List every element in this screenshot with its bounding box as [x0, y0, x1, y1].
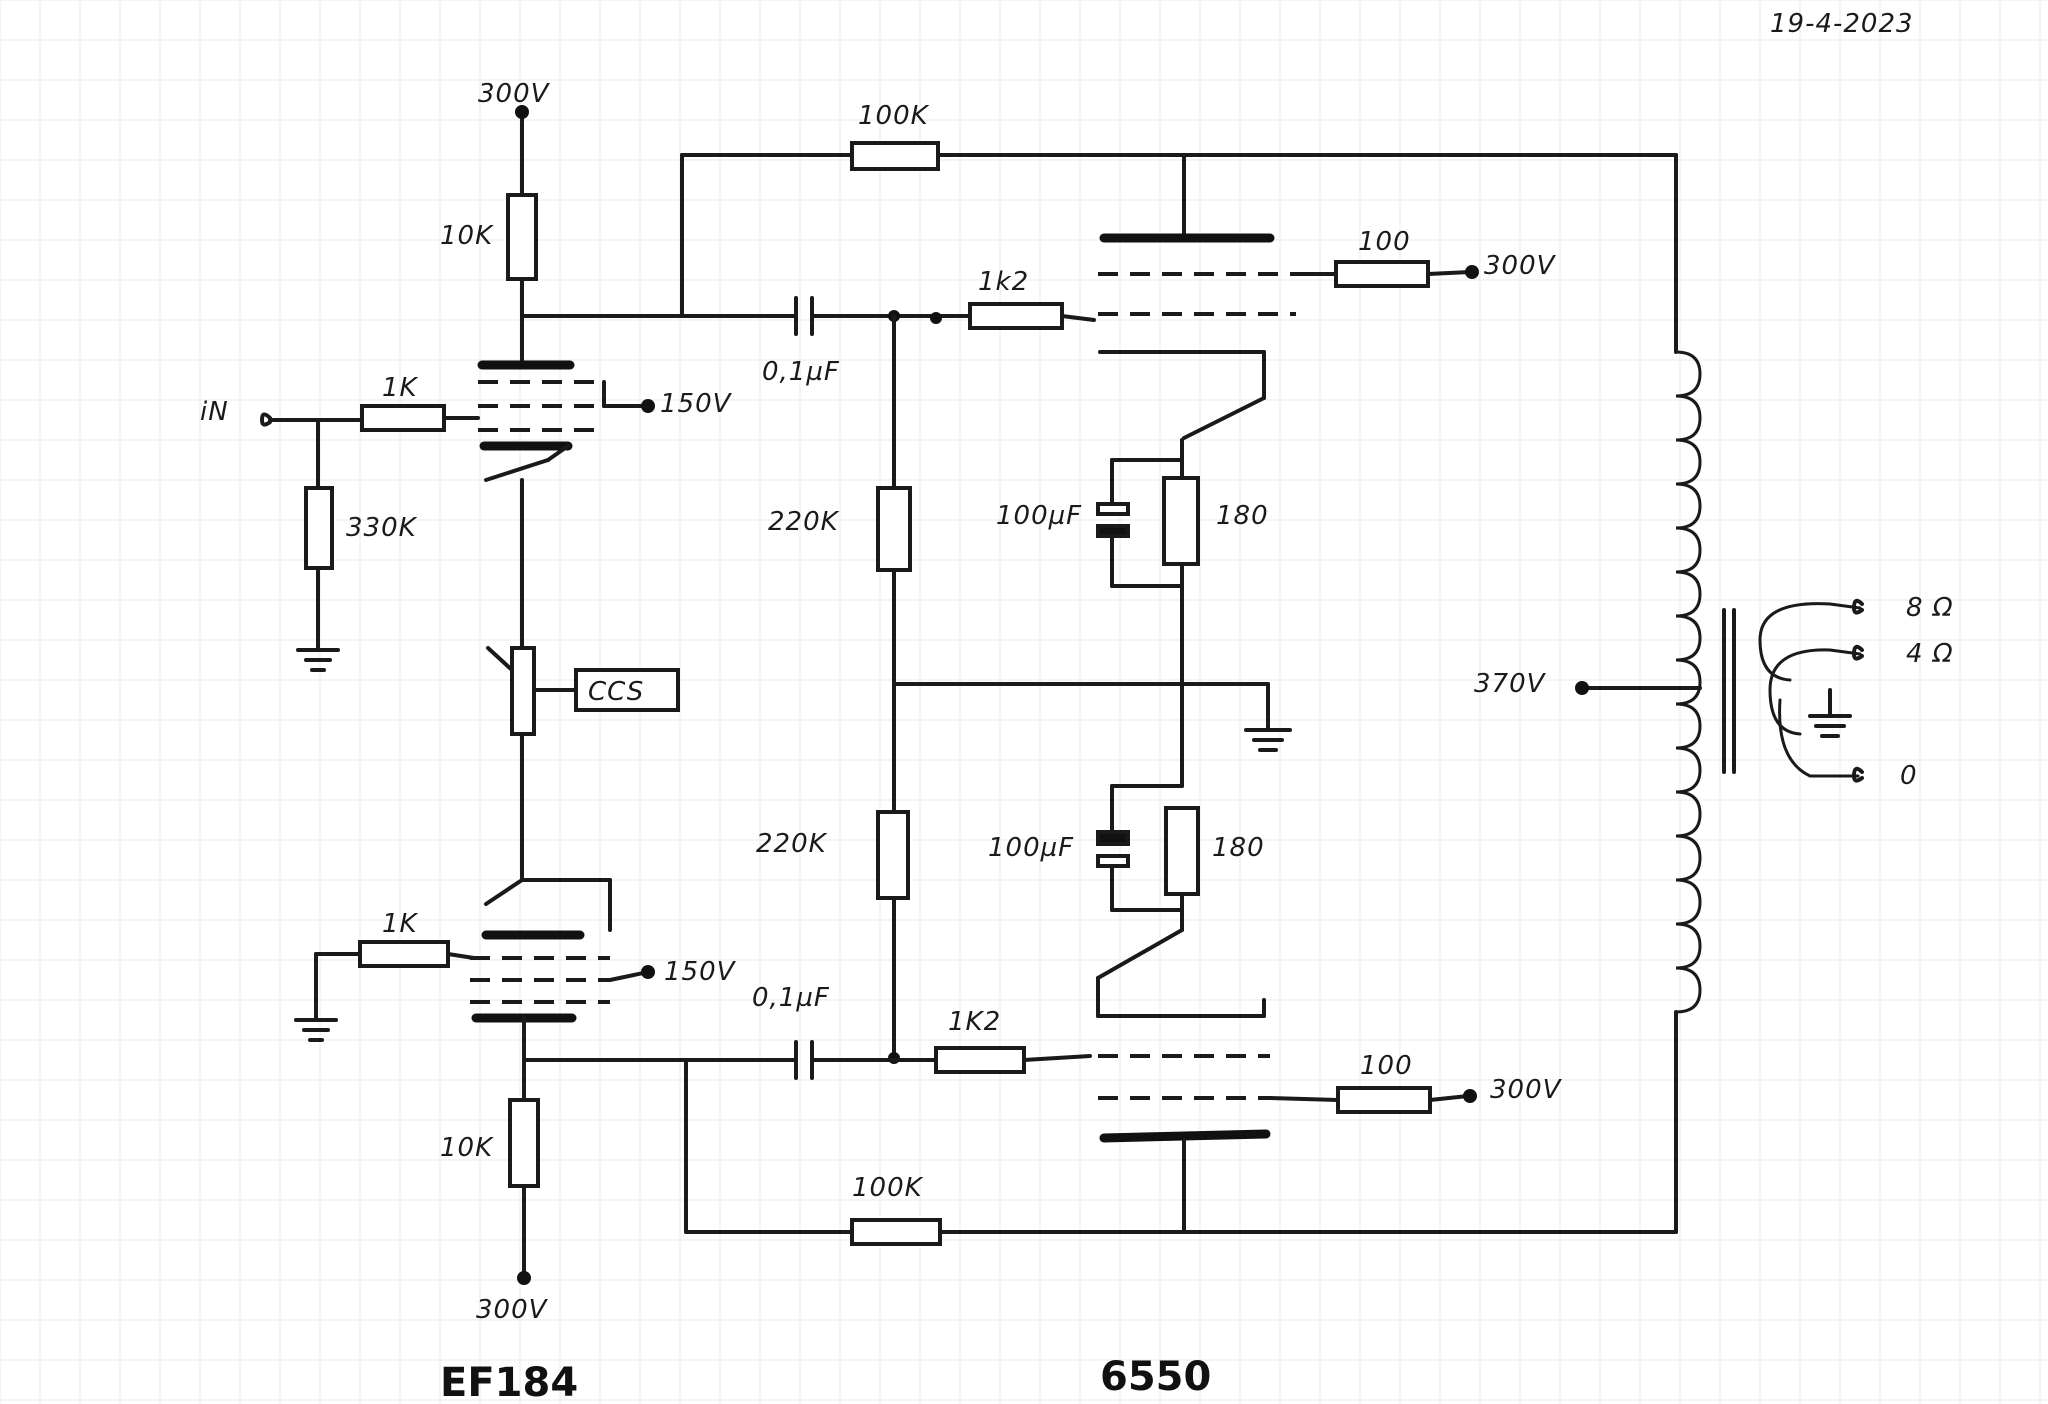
b-plus-bottom-label: 300V	[476, 1295, 549, 1325]
r-plate-top-label: 10K	[440, 221, 494, 251]
g2-top-label: 150V	[660, 389, 733, 419]
r-g1-bottom-label: 1K2	[948, 1007, 1001, 1037]
r-g2-6550-top-label: 100	[1358, 227, 1411, 257]
ccs-source	[486, 646, 680, 882]
r-in-grid-label: 330K	[346, 513, 418, 543]
r-fb-bottom-label: 100K	[852, 1173, 924, 1203]
coupling-network	[520, 141, 1678, 1246]
c-top-label: 0,1µF	[762, 357, 840, 387]
input-label: iN	[200, 397, 229, 427]
r-k-top-label: 180	[1216, 501, 1269, 531]
output-6550-top	[1098, 153, 1479, 686]
r-plate-bottom-label: 10K	[440, 1133, 494, 1163]
r-g2-6550-bottom-label: 100	[1360, 1051, 1413, 1081]
date-label: 19-4-2023	[1770, 9, 1914, 39]
cathode-network-top	[892, 458, 1292, 752]
input-network	[260, 404, 480, 672]
driver-tube-caption: EF184	[440, 1360, 578, 1404]
r-g1-top-label: 1k2	[978, 267, 1029, 297]
output-6550-bottom	[1096, 928, 1477, 1234]
g2-bottom-label: 150V	[664, 957, 737, 987]
r-in-series-label: 1K	[382, 373, 419, 403]
r-k-bottom-label: 180	[1212, 833, 1265, 863]
c-bottom-label: 0,1µF	[752, 983, 830, 1013]
r-bias-top-label: 220K	[768, 507, 840, 537]
ground-symbol	[296, 648, 340, 672]
b-plus-top-label: 300V	[478, 79, 551, 109]
tap-8-label: 8 Ω	[1906, 593, 1954, 623]
tap-0-label: 0	[1900, 761, 1918, 791]
v-g2-6550-bottom-label: 300V	[1490, 1075, 1563, 1105]
r-series-bottom-label: 1K	[382, 909, 419, 939]
ccs-label: CCS	[588, 677, 644, 707]
ef184-bottom-tube	[294, 878, 655, 1285]
power-tube-caption: 6550	[1100, 1354, 1211, 1400]
r-fb-top-label: 100K	[858, 101, 930, 131]
v-g2-6550-top-label: 300V	[1484, 251, 1557, 281]
c-k-top-label: 100µF	[996, 501, 1082, 531]
tap-4-label: 4 Ω	[1906, 639, 1954, 669]
ct-voltage-label: 370V	[1474, 669, 1547, 699]
output-transformer	[1575, 153, 1864, 1234]
r-bias-bottom-label: 220K	[756, 829, 828, 859]
c-k-bottom-label: 100µF	[988, 833, 1074, 863]
cathode-network-bottom	[1096, 682, 1200, 932]
ef184-top-tube	[477, 105, 655, 650]
